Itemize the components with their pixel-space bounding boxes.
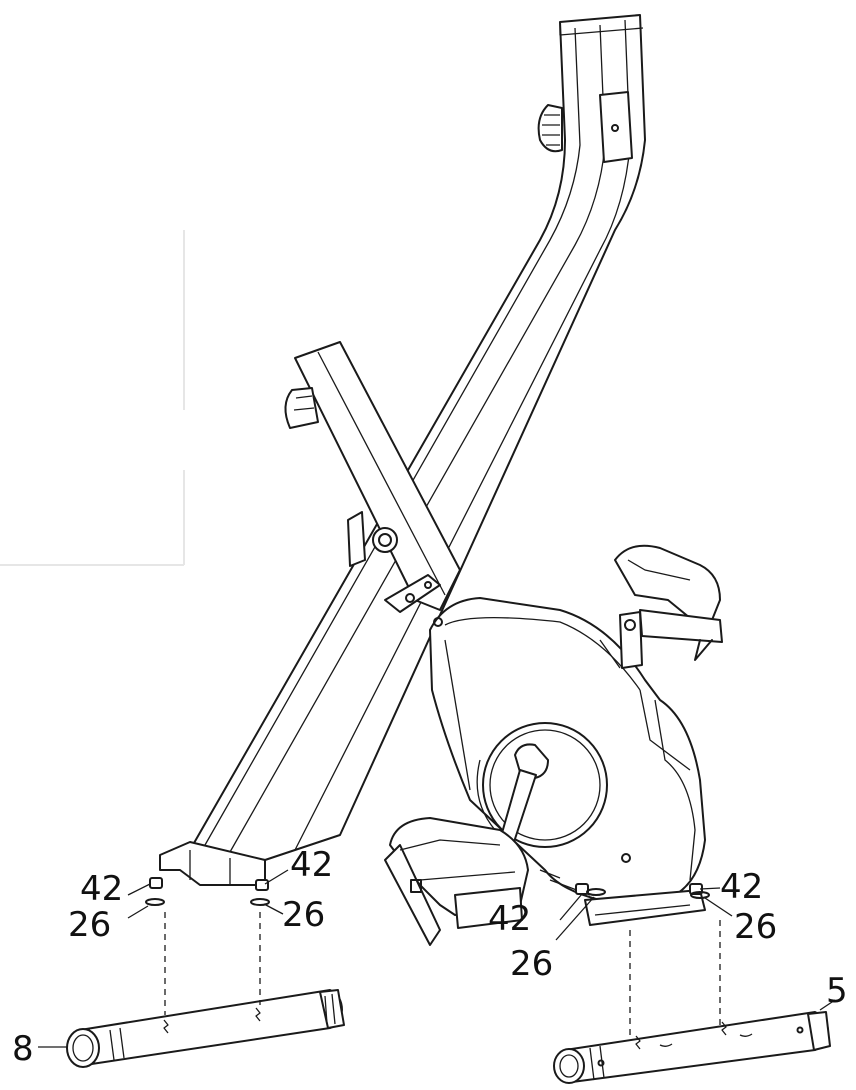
label-8: 8 bbox=[12, 1029, 34, 1069]
scan-edge bbox=[0, 230, 185, 566]
label-42-rear-right: 42 bbox=[720, 867, 763, 907]
leader-lines bbox=[38, 869, 836, 1048]
label-26-rear-left: 26 bbox=[510, 944, 553, 984]
label-42-left: 42 bbox=[80, 869, 123, 909]
main-frame-tube bbox=[159, 14, 646, 886]
label-26-mid: 26 bbox=[282, 895, 325, 935]
label-42-mid: 42 bbox=[290, 845, 333, 885]
label-26-rear-right: 26 bbox=[734, 907, 777, 947]
rear-frame-tube bbox=[284, 341, 461, 613]
label-5: 5 bbox=[826, 971, 848, 1011]
front-stabilizer bbox=[66, 989, 345, 1068]
pedal-upper bbox=[614, 544, 723, 669]
rear-stabilizer bbox=[553, 1011, 831, 1084]
rear-foot-bracket bbox=[539, 869, 706, 926]
part-labels: 42 26 42 26 8 42 26 42 26 5 bbox=[12, 845, 848, 1069]
pedal-lower bbox=[384, 817, 529, 946]
label-42-rear-left: 42 bbox=[488, 899, 531, 939]
label-26-left: 26 bbox=[68, 905, 111, 945]
fasteners bbox=[145, 877, 721, 1040]
crank-disc bbox=[476, 722, 608, 849]
